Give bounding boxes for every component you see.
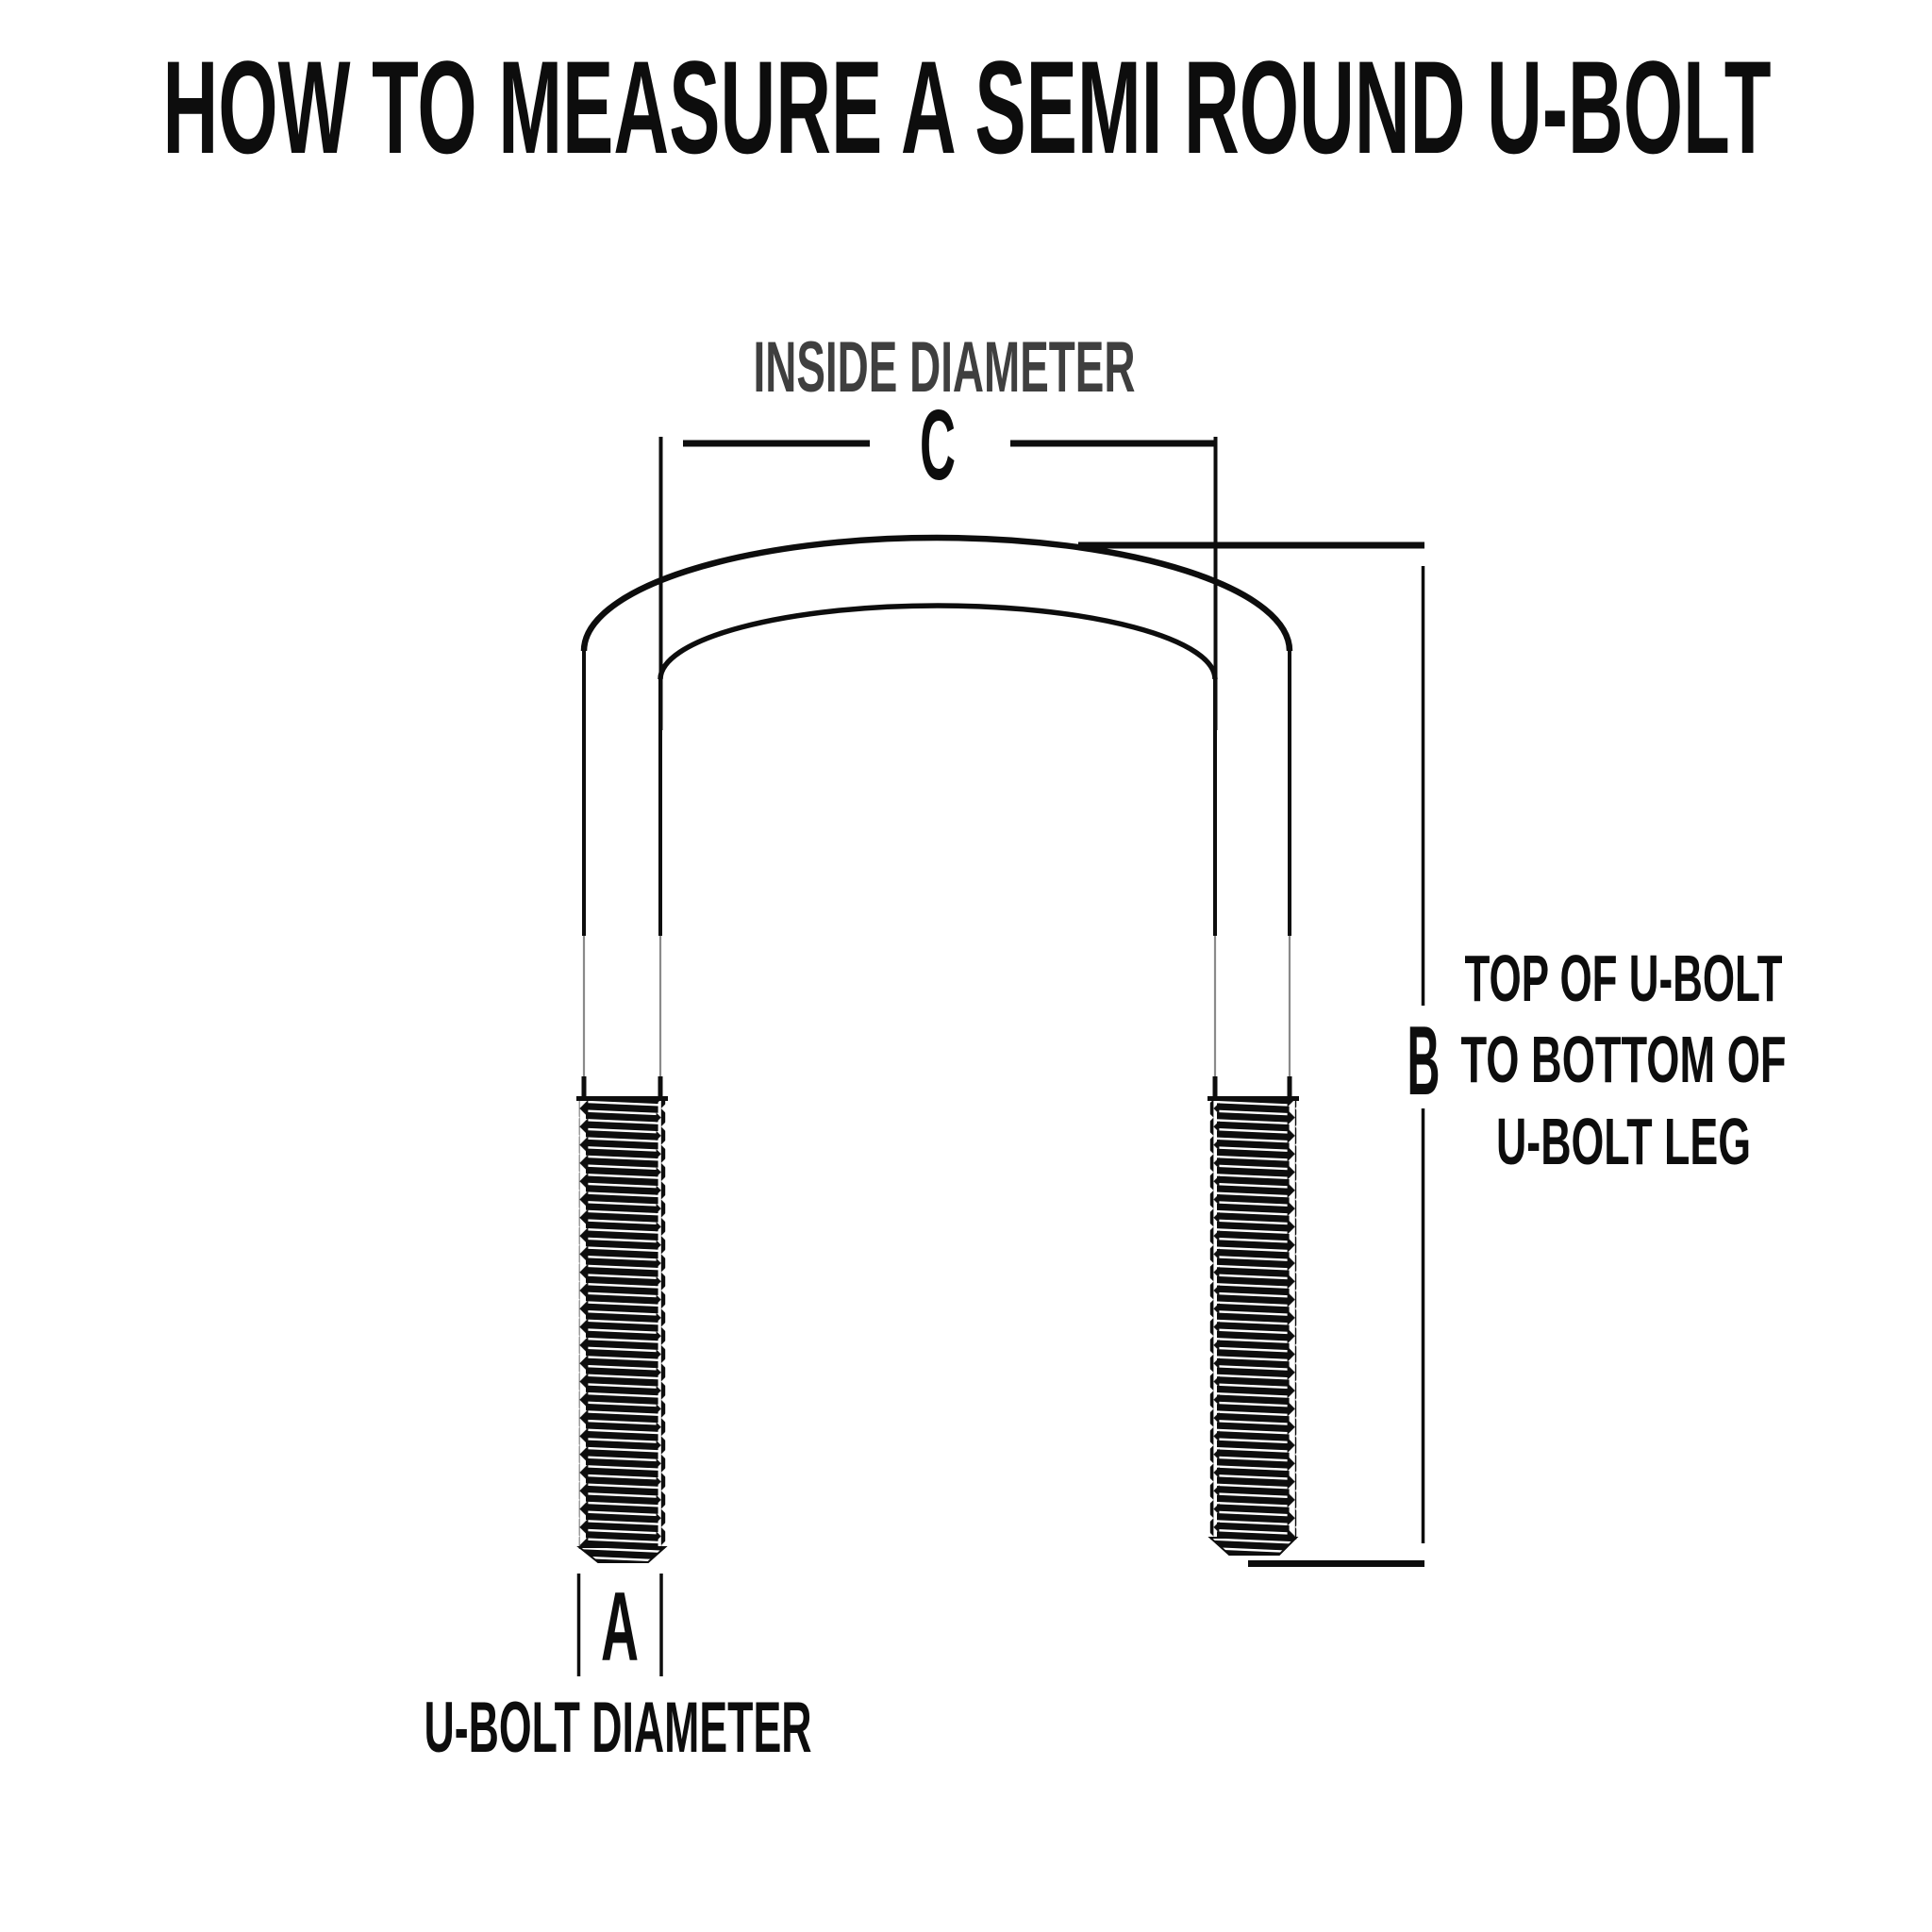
page-title: HOW TO MEASURE A SEMI ROUND U-BOLT bbox=[163, 33, 1772, 181]
right-leg-threads bbox=[1208, 1096, 1299, 1556]
u-bolt-diameter-label: U-BOLT DIAMETER bbox=[425, 1688, 812, 1768]
u-bolt-outline bbox=[580, 534, 1293, 1098]
dimension-a-letter: A bbox=[601, 1573, 639, 1682]
outer-arch bbox=[580, 534, 1293, 652]
b-desc-line-3: U-BOLT LEG bbox=[1496, 1105, 1751, 1178]
dimension-b-letter: B bbox=[1407, 1007, 1441, 1116]
inside-diameter-label: INSIDE DIAMETER bbox=[754, 327, 1136, 408]
left-leg-threads bbox=[576, 1096, 668, 1563]
inner-arch bbox=[658, 603, 1218, 680]
dimension-line-b bbox=[1078, 541, 1425, 1567]
dimension-line-a bbox=[576, 1574, 663, 1676]
dimension-b-description: TOP OF U-BOLT TO BOTTOM OF U-BOLT LEG bbox=[1461, 941, 1787, 1178]
b-desc-line-1: TOP OF U-BOLT bbox=[1465, 941, 1783, 1015]
b-desc-line-2: TO BOTTOM OF bbox=[1461, 1023, 1787, 1096]
dimension-c-letter: C bbox=[920, 390, 956, 501]
